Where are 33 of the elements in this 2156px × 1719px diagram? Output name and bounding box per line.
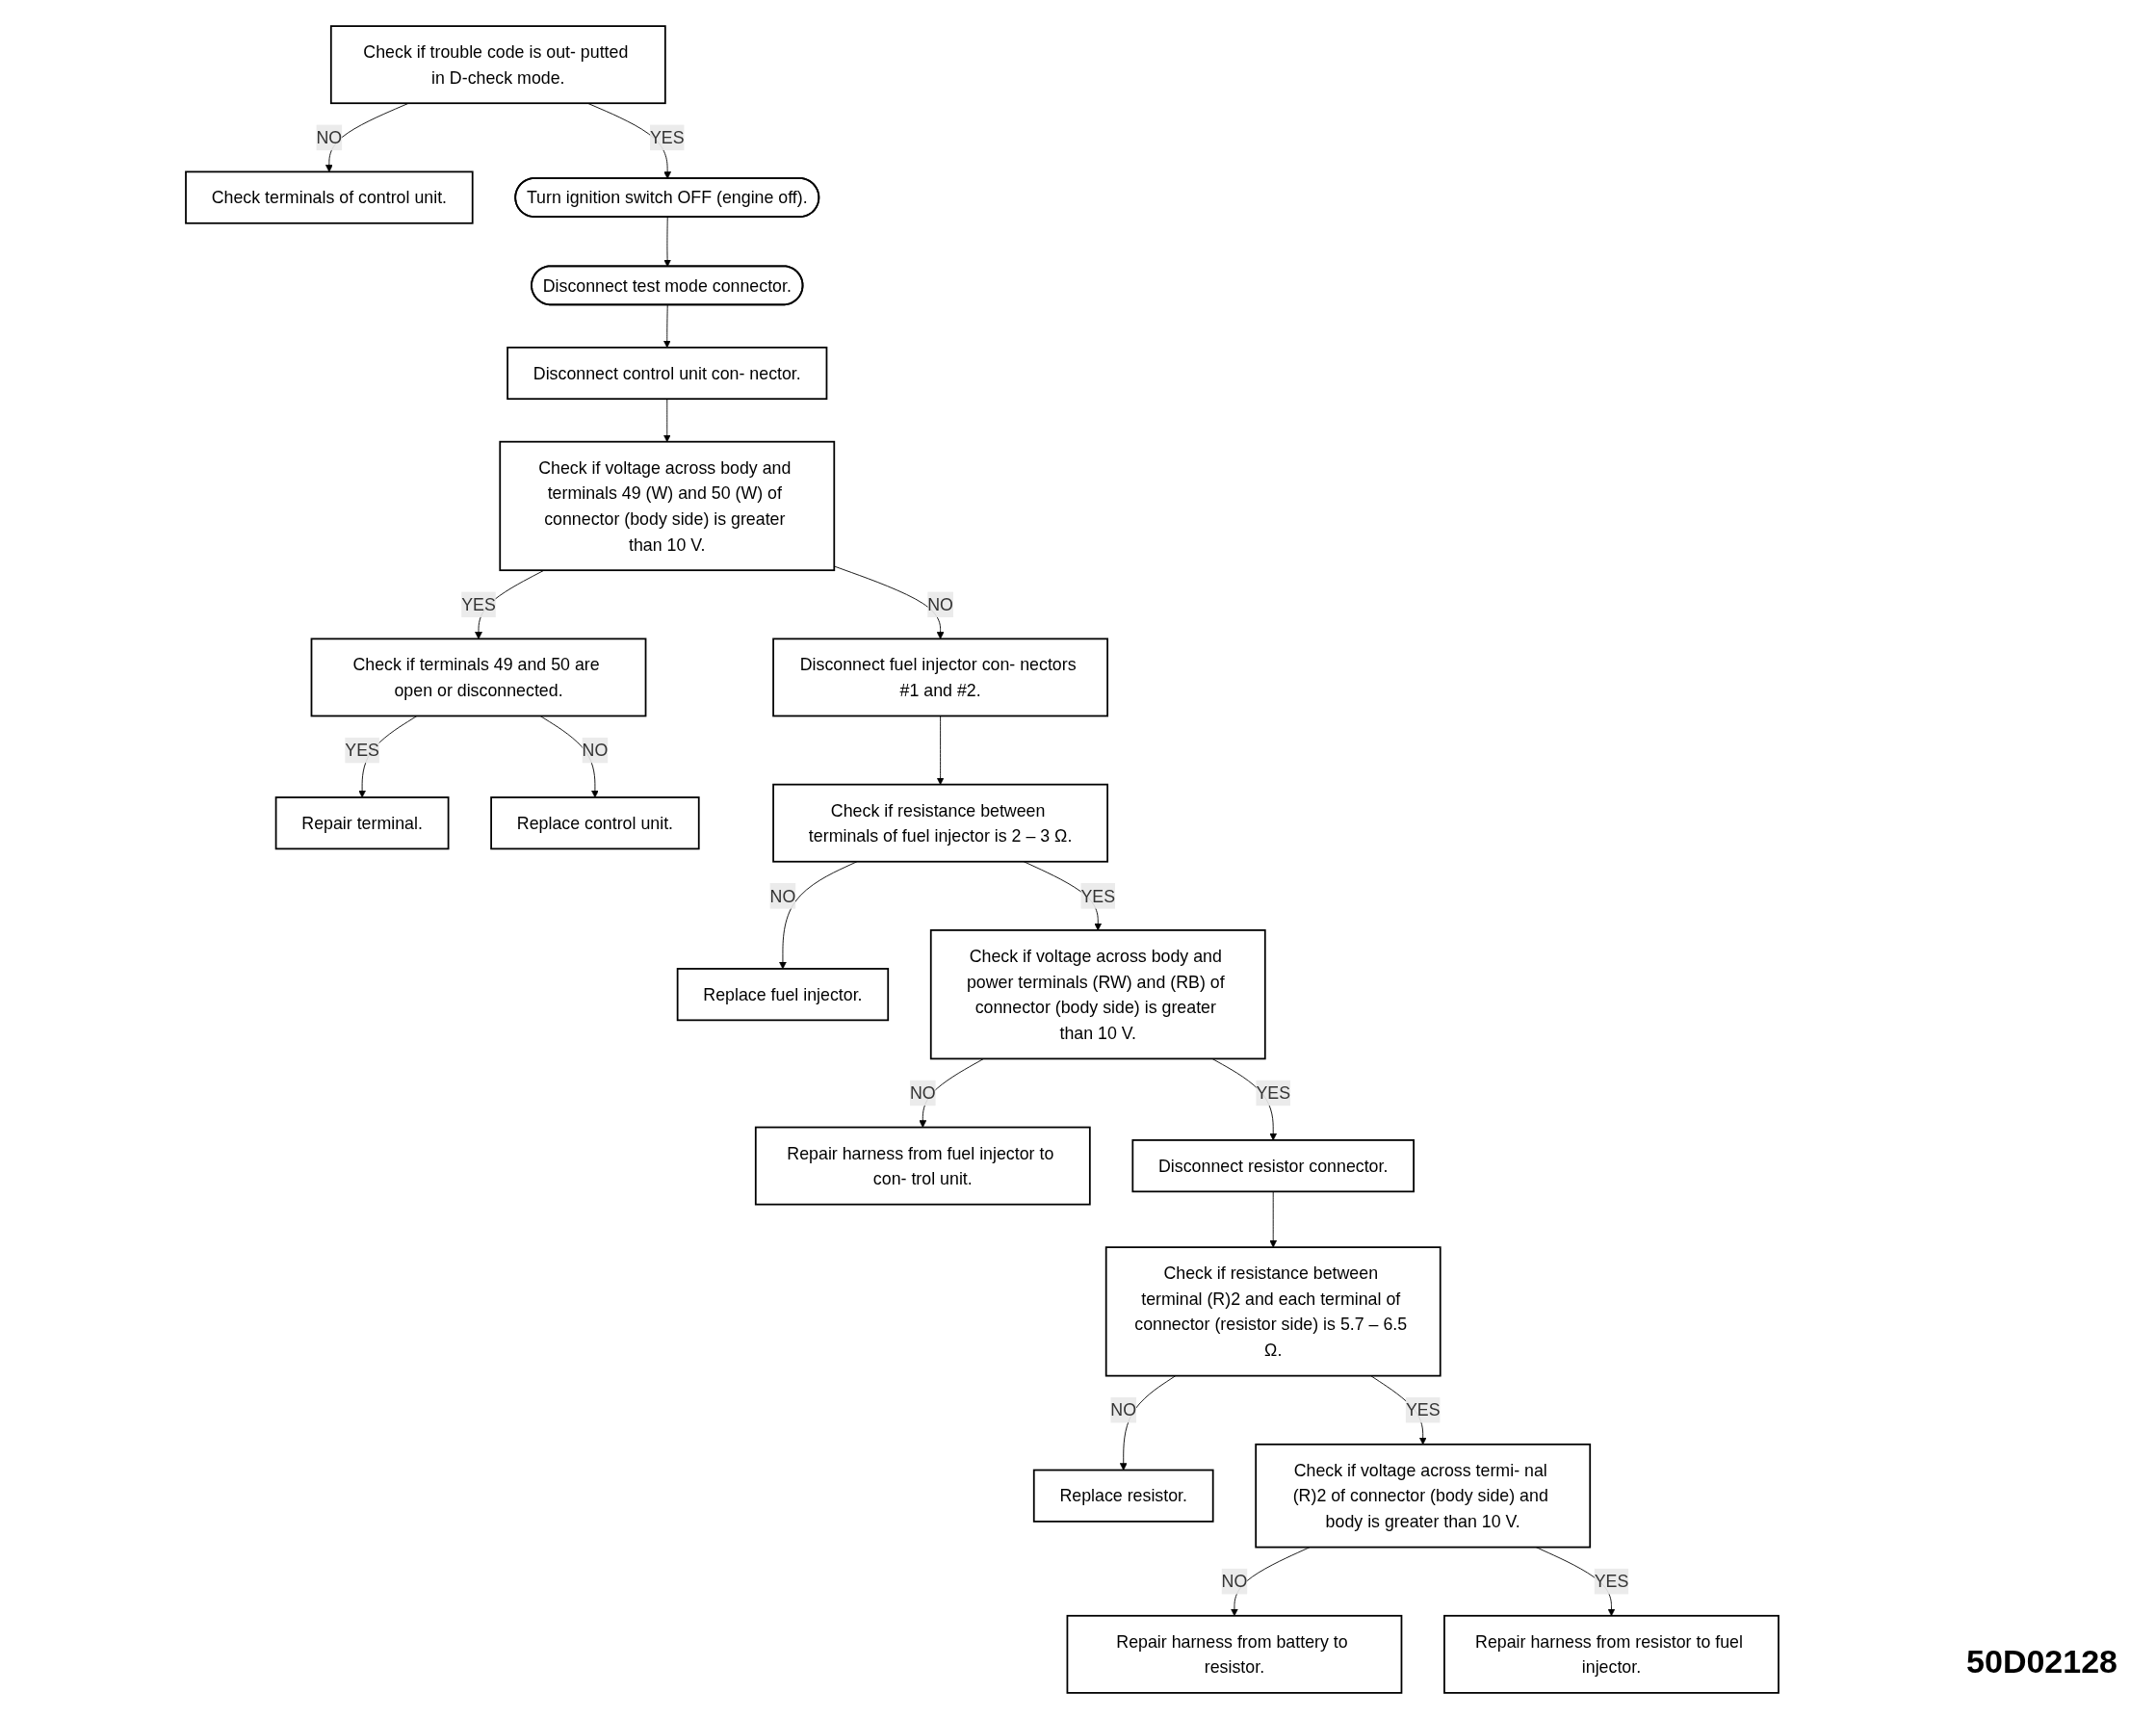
node-box: Check if resistance between terminals of fuel injector is 2 – 3 Ω. xyxy=(772,783,1108,863)
edge-label: NO xyxy=(1221,1572,1248,1591)
edge-label: YES xyxy=(1405,1400,1441,1420)
edge-label: YES xyxy=(1594,1572,1629,1591)
node-box: Check if resistance between terminal (R)2 and each terminal of connector (resistor side) is 5.7 – 6.5 Ω. xyxy=(1104,1246,1442,1377)
edge-label: NO xyxy=(909,1083,936,1103)
node-box: Disconnect fuel injector con- nectors #1 and #2. xyxy=(772,638,1108,717)
edge-label: YES xyxy=(345,741,379,760)
figure-code: 50D02128 xyxy=(1966,1643,2117,1680)
node-box: Replace resistor. xyxy=(1032,1469,1214,1523)
edge-label: NO xyxy=(927,594,953,614)
node-box: Disconnect control unit con- nector. xyxy=(507,346,828,401)
edge-label: NO xyxy=(769,886,796,906)
node-box: Check if terminals 49 and 50 are open or disconnected. xyxy=(310,638,647,717)
node-box: Check if voltage across termi- nal (R)2 of connector (body side) and body is greater than 10 V. xyxy=(1255,1443,1592,1549)
edge-label: YES xyxy=(1256,1083,1291,1103)
edge-label: YES xyxy=(649,128,685,147)
node-box: Repair harness from battery to resistor. xyxy=(1066,1614,1403,1694)
node-box: Replace fuel injector. xyxy=(676,968,890,1022)
node-box: Repair harness from resistor to fuel injector. xyxy=(1443,1614,1779,1694)
edge-label: YES xyxy=(461,594,496,614)
edge-label: YES xyxy=(1080,886,1116,906)
node-box: Check terminals of control unit. xyxy=(185,170,474,224)
node-box: Check if trouble code is out- putted in D-check mode. xyxy=(329,25,666,105)
edge-label: NO xyxy=(1110,1400,1137,1420)
node-box: Repair terminal. xyxy=(274,796,450,850)
edge-label: NO xyxy=(316,128,343,147)
node-box: Check if voltage across body and terminals 49 (W) and 50 (W) of connector (body side) is greater than 10 V. xyxy=(499,440,836,572)
edge-label: NO xyxy=(582,741,609,760)
node-box: Repair harness from fuel injector to con- trol unit. xyxy=(754,1126,1091,1206)
node-box: Replace control unit. xyxy=(490,796,700,850)
node-box: Disconnect resistor connector. xyxy=(1131,1139,1415,1193)
node-box: Check if voltage across body and power terminals (RW) and (RB) of connector (body side) is greater than 10 V. xyxy=(929,929,1266,1060)
